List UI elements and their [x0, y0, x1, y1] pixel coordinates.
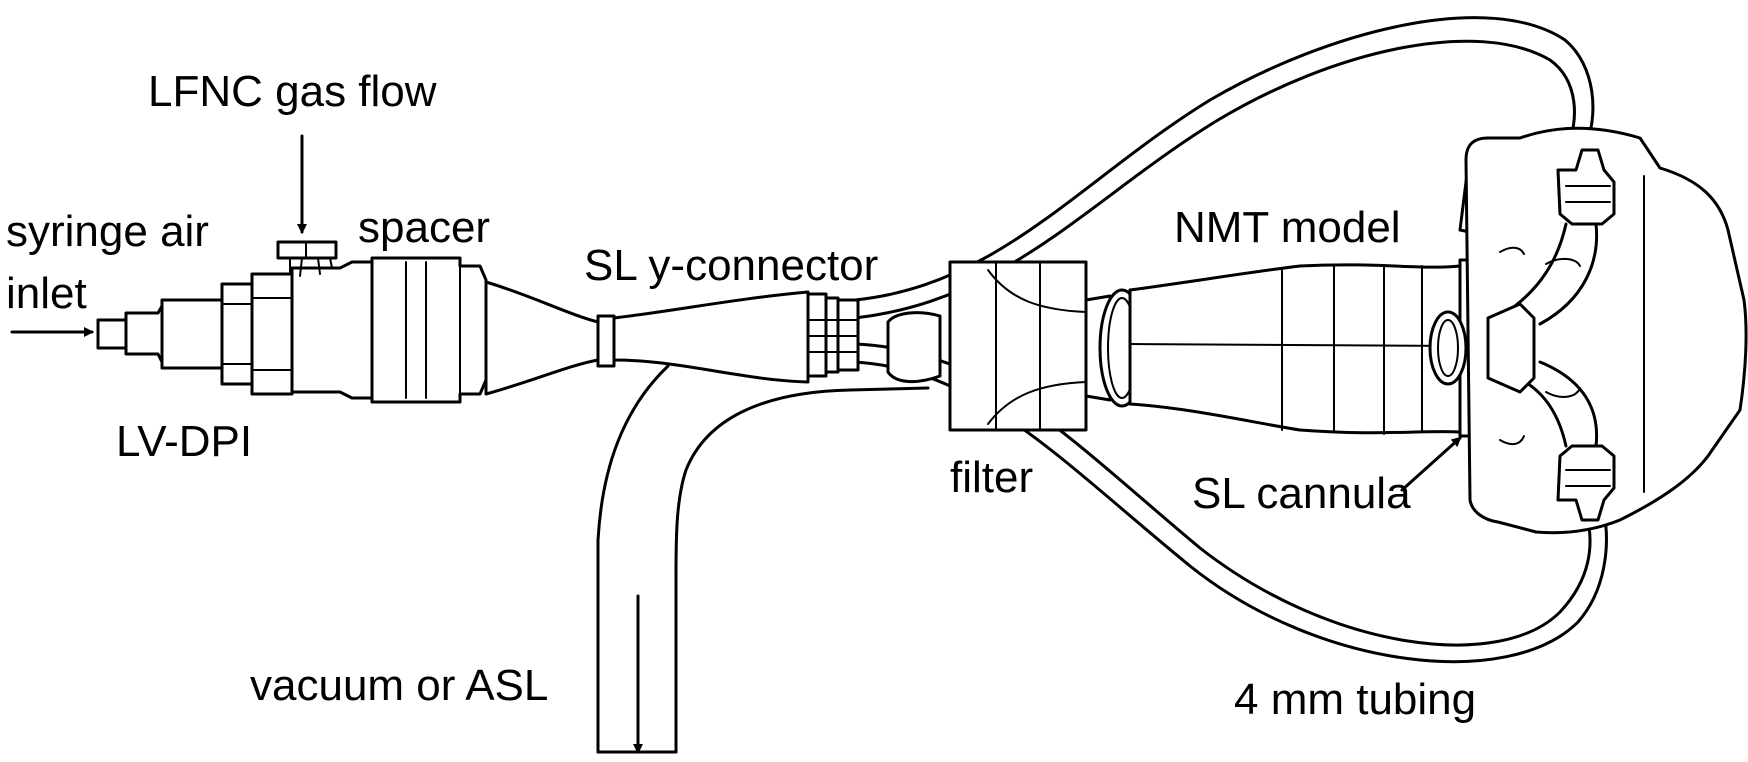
lv-dpi [96, 272, 294, 396]
label-filter: filter [950, 453, 1034, 502]
label-nmt-model: NMT model [1174, 203, 1401, 252]
nmt-model [1098, 148, 1522, 438]
sl-cannula-arrow [1400, 436, 1462, 492]
sl-y-connector [484, 280, 860, 396]
flow-arrows [10, 134, 1462, 754]
label-syringe-air: syringe air [6, 207, 209, 256]
label-inlet: inlet [6, 269, 87, 318]
label-lfnc-gas-flow: LFNC gas flow [148, 67, 437, 116]
label-vacuum-or-asl: vacuum or ASL [250, 661, 549, 710]
label-sl-y-connector: SL y-connector [584, 241, 879, 290]
label-4mm-tubing: 4 mm tubing [1234, 675, 1477, 724]
head-model [1464, 126, 1748, 535]
sl-cannula [1486, 148, 1616, 522]
label-lv-dpi: LV-DPI [116, 417, 253, 466]
label-spacer: spacer [358, 203, 491, 252]
spacer [276, 240, 488, 404]
label-sl-cannula: SL cannula [1192, 469, 1411, 518]
vacuum-tube [596, 364, 930, 754]
